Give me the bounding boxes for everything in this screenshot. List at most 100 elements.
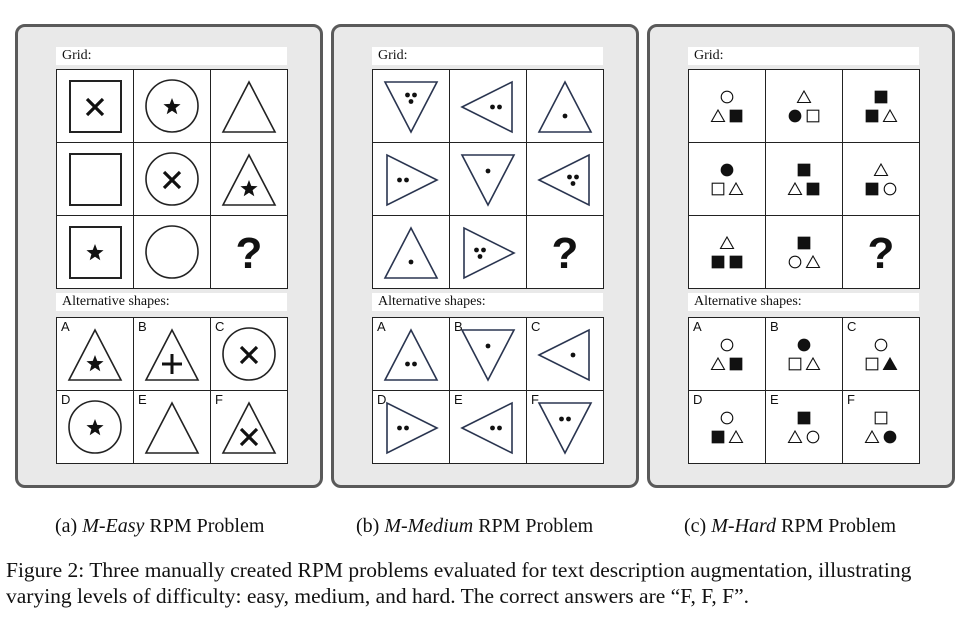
option-letter: C <box>847 319 857 334</box>
triangle-left-icon <box>537 328 590 382</box>
dot-icon <box>497 104 502 110</box>
alternative-option-d[interactable]: D <box>372 390 450 464</box>
grid-cell <box>526 69 604 143</box>
grid-row <box>372 142 604 216</box>
alternative-option-a[interactable]: A <box>56 317 134 391</box>
alternative-option-d[interactable]: D <box>688 390 766 464</box>
grid-label: Grid: <box>688 47 919 65</box>
dot-icon <box>477 254 483 259</box>
dot-icon <box>574 174 579 180</box>
alternative-option-e[interactable]: E <box>765 390 843 464</box>
subcaption-italic: M-Medium <box>384 515 474 537</box>
triangle-open-icon <box>864 429 880 444</box>
triangle-open-icon <box>710 108 726 123</box>
alternative-option-c[interactable]: C <box>526 317 604 391</box>
alternative-option-a[interactable]: A <box>372 317 450 391</box>
x-icon <box>239 427 259 447</box>
grid-row: ? <box>688 215 920 289</box>
triangle-down-icon <box>460 329 516 382</box>
plus-icon <box>162 354 182 374</box>
option-letter: C <box>215 319 225 334</box>
dot-icon <box>570 181 576 186</box>
triangle-open-icon <box>787 429 803 444</box>
grid-medium: ? <box>372 69 604 289</box>
alternative-option-f[interactable]: F <box>526 390 604 464</box>
subcaption-suffix: RPM Problem <box>144 515 265 537</box>
x-icon <box>85 97 105 117</box>
square-filled-icon <box>806 182 820 196</box>
star-icon <box>86 419 104 436</box>
dot-icon <box>474 247 479 253</box>
star-icon <box>163 98 181 115</box>
triangle-up-icon <box>383 226 439 279</box>
circle-filled-icon <box>720 163 734 177</box>
grid-cell <box>765 215 843 289</box>
circle-open-icon <box>720 411 734 425</box>
dot-icon <box>566 416 571 422</box>
triangle-down-icon <box>383 81 439 134</box>
dot-icon <box>404 425 409 431</box>
grid-cell <box>526 142 604 216</box>
subcaption-italic: M-Easy <box>82 515 145 537</box>
grid-cell <box>133 69 211 143</box>
alternative-option-e[interactable]: E <box>449 390 527 464</box>
alternative-option-e[interactable]: E <box>133 390 211 464</box>
square-open-icon <box>865 357 879 371</box>
triangle-icon <box>221 401 277 454</box>
square-filled-icon <box>729 357 743 371</box>
square-filled-icon <box>711 430 725 444</box>
alternative-option-c[interactable]: C <box>842 317 920 391</box>
x-icon <box>239 345 259 365</box>
option-letter: E <box>138 392 147 407</box>
dot-icon <box>570 352 576 358</box>
grid-hard: ? <box>688 69 920 289</box>
alternative-option-f[interactable]: F <box>842 390 920 464</box>
option-letter: C <box>531 319 541 334</box>
dot-icon <box>481 247 486 253</box>
subcaption-prefix: (a) <box>55 515 83 537</box>
star-icon <box>86 244 104 261</box>
square-icon <box>69 80 122 133</box>
alternative-option-b[interactable]: B <box>449 317 527 391</box>
alternative-option-b[interactable]: B <box>765 317 843 391</box>
triangle-open-icon <box>787 181 803 196</box>
circle-icon <box>145 79 199 133</box>
square-open-icon <box>788 357 802 371</box>
triangle-up-icon <box>537 80 593 133</box>
circle-open-icon <box>720 338 734 352</box>
circle-open-icon <box>806 430 820 444</box>
alt-label: Alternative shapes: <box>688 293 919 311</box>
option-letter: F <box>531 392 539 407</box>
triangle-open-icon <box>719 235 735 250</box>
alternative-option-b[interactable]: B <box>133 317 211 391</box>
triangle-right-icon <box>386 401 439 455</box>
circle-filled-icon <box>797 338 811 352</box>
alternative-option-a[interactable]: A <box>688 317 766 391</box>
grid-row: ? <box>56 215 288 289</box>
circle-icon <box>145 225 199 279</box>
triangle-open-icon <box>882 108 898 123</box>
dot-icon <box>485 168 491 174</box>
grid-easy: ? <box>56 69 288 289</box>
circle-open-icon <box>788 255 802 269</box>
dot-icon <box>497 425 502 431</box>
square-filled-icon <box>797 411 811 425</box>
triangle-open-icon <box>728 429 744 444</box>
alternative-option-c[interactable]: C <box>210 317 288 391</box>
grid-cell <box>449 69 527 143</box>
triangle-icon <box>67 328 123 381</box>
dot-icon <box>397 425 402 431</box>
triangle-icon <box>144 401 200 454</box>
alternative-option-d[interactable]: D <box>56 390 134 464</box>
alt-label: Alternative shapes: <box>372 293 603 311</box>
triangle-up-icon <box>383 328 439 381</box>
circle-icon <box>145 152 199 206</box>
dot-icon <box>567 174 572 180</box>
option-letter: D <box>61 392 71 407</box>
alternative-option-f[interactable]: F <box>210 390 288 464</box>
grid-cell <box>765 69 843 143</box>
